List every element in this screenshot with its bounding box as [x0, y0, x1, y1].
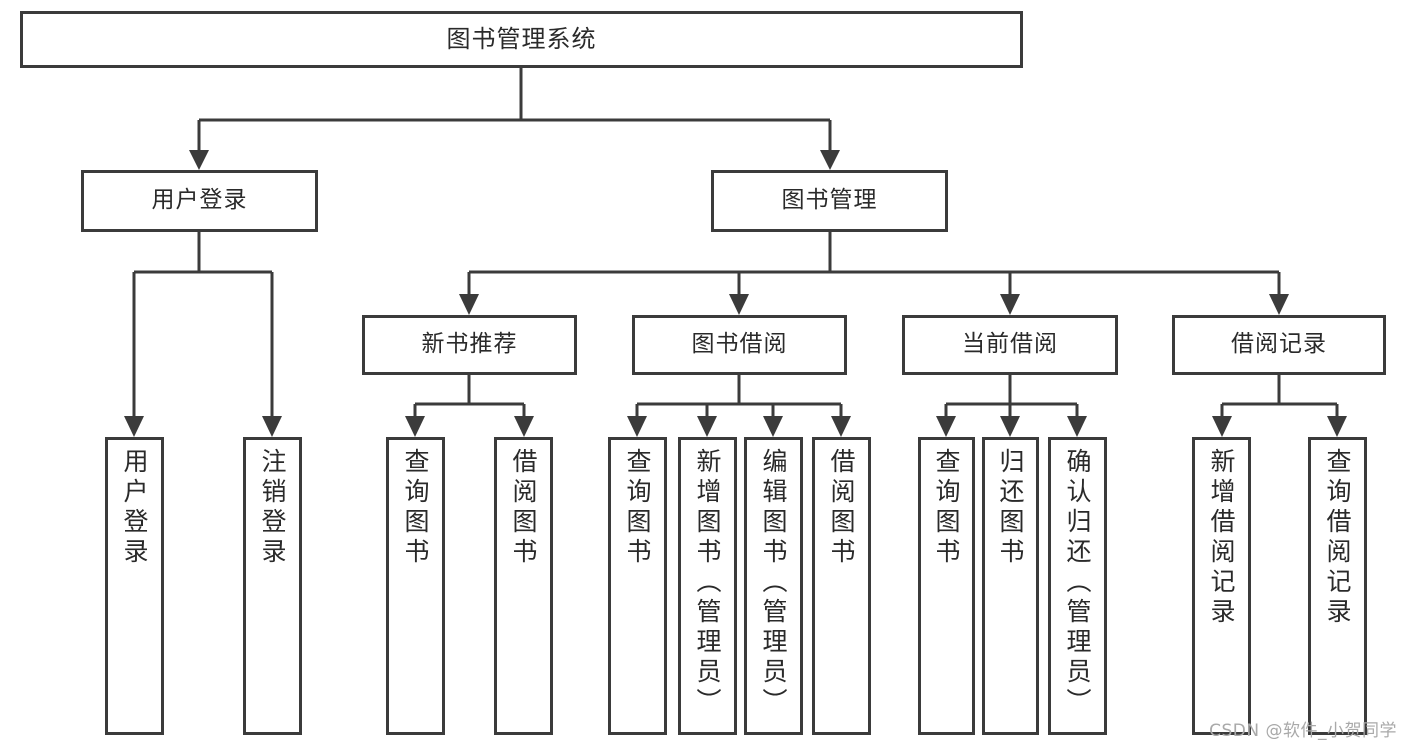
arrow-borrow-record	[1269, 294, 1289, 315]
arrow-book-mgmt	[820, 150, 840, 170]
node-root-book-management-system[interactable]: 图书管理系统	[20, 11, 1023, 68]
leaf-query-book-current[interactable]: 查询图书	[918, 437, 975, 735]
leaf-add-book-admin[interactable]: 新增图书（管理员）	[678, 437, 737, 735]
leaf-query-borrow-record[interactable]: 查询借阅记录	[1308, 437, 1367, 735]
node-label: 图书管理	[781, 187, 878, 214]
node-label: 注销登录	[258, 448, 287, 568]
arrow-leaf-logout	[262, 416, 282, 437]
node-label: 查询图书	[623, 448, 652, 568]
leaf-user-login[interactable]: 用户登录	[105, 437, 164, 735]
arrow-leaf-add-book	[697, 416, 717, 437]
node-new-book-recommend[interactable]: 新书推荐	[362, 315, 577, 375]
leaf-edit-book-admin[interactable]: 编辑图书（管理员）	[744, 437, 803, 735]
arrow-leaf-query-record	[1327, 416, 1347, 437]
node-label: 图书管理系统	[446, 25, 597, 54]
node-label: 用户登录	[120, 448, 149, 568]
node-label: 当前借阅	[962, 331, 1058, 358]
leaf-logout[interactable]: 注销登录	[243, 437, 302, 735]
arrow-leaf-query-book-3	[936, 416, 956, 437]
node-label: 查询图书	[401, 448, 430, 568]
node-label: 新增图书（管理员）	[693, 448, 722, 718]
arrow-current-borrow	[1000, 294, 1020, 315]
node-label: 编辑图书（管理员）	[759, 448, 788, 718]
node-label: 归还图书	[996, 448, 1025, 568]
arrow-user-login	[189, 150, 209, 170]
node-book-management[interactable]: 图书管理	[711, 170, 948, 232]
arrow-leaf-borrow-book-2	[831, 416, 851, 437]
arrow-leaf-confirm-return	[1067, 416, 1087, 437]
node-book-borrow[interactable]: 图书借阅	[632, 315, 847, 375]
node-label: 确认归还（管理员）	[1063, 448, 1092, 718]
node-label: 借阅记录	[1231, 331, 1327, 358]
leaf-add-borrow-record[interactable]: 新增借阅记录	[1192, 437, 1251, 735]
arrow-leaf-query-book-1	[405, 416, 425, 437]
node-label: 新书推荐	[421, 331, 518, 358]
node-current-borrow[interactable]: 当前借阅	[902, 315, 1118, 375]
arrow-new-book-recommend	[459, 294, 479, 315]
leaf-borrow-book[interactable]: 借阅图书	[812, 437, 871, 735]
node-label: 查询借阅记录	[1323, 448, 1352, 628]
leaf-query-book-borrow[interactable]: 查询图书	[608, 437, 667, 735]
arrow-leaf-edit-book	[763, 416, 783, 437]
node-label: 用户登录	[151, 187, 248, 214]
leaf-query-book-recommend[interactable]: 查询图书	[386, 437, 445, 735]
node-label: 图书借阅	[691, 331, 788, 358]
arrow-leaf-user-login	[124, 416, 144, 437]
csdn-watermark: CSDN @软件_小贺同学	[1209, 721, 1397, 741]
node-user-login[interactable]: 用户登录	[81, 170, 318, 232]
node-label: 借阅图书	[827, 448, 856, 568]
node-label: 新增借阅记录	[1207, 448, 1236, 628]
node-borrow-record[interactable]: 借阅记录	[1172, 315, 1386, 375]
leaf-return-book[interactable]: 归还图书	[982, 437, 1039, 735]
leaf-confirm-return-admin[interactable]: 确认归还（管理员）	[1048, 437, 1107, 735]
arrow-leaf-return-book	[1000, 416, 1020, 437]
arrow-leaf-add-record	[1212, 416, 1232, 437]
arrow-book-borrow	[729, 294, 749, 315]
arrow-leaf-query-book-2	[627, 416, 647, 437]
leaf-borrow-book-recommend[interactable]: 借阅图书	[494, 437, 553, 735]
arrow-leaf-borrow-book-1	[514, 416, 534, 437]
node-label: 借阅图书	[509, 448, 538, 568]
node-label: 查询图书	[932, 448, 961, 568]
